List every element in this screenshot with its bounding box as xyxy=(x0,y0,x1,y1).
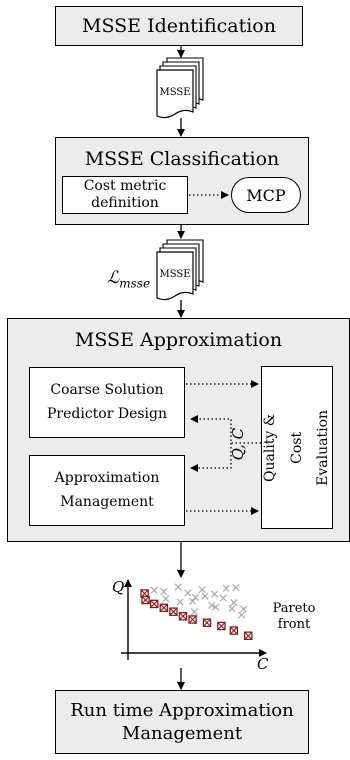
pareto-point xyxy=(141,595,150,605)
dominated-point xyxy=(219,594,227,602)
approximation-management-box: Approximation Management xyxy=(29,455,185,526)
msse-classification-title: MSSE Classification xyxy=(84,148,280,170)
dominated-point xyxy=(228,604,236,613)
msse-doc-label-1: MSSE xyxy=(159,87,190,98)
dominated-point xyxy=(208,601,216,609)
runtime-approximation-management-box: Run time Approximation Management xyxy=(55,690,309,754)
dominated-point xyxy=(211,590,219,598)
pareto-point xyxy=(217,621,226,631)
x-axis-label-c: C xyxy=(257,655,269,673)
pareto-point xyxy=(149,599,159,609)
pareto-point xyxy=(202,618,212,628)
dominated-point xyxy=(174,583,182,591)
dominated-point xyxy=(232,584,240,592)
msse-approximation-title: MSSE Approximation xyxy=(74,329,283,351)
l-msse-symbol: ℒ xyxy=(107,268,120,288)
dominated-point xyxy=(184,589,192,597)
pareto-point xyxy=(169,607,178,616)
pareto-point xyxy=(159,603,169,613)
y-axis-label-q: Q xyxy=(112,578,125,596)
dominated-point xyxy=(237,611,246,619)
pareto-point xyxy=(229,626,239,635)
dominated-point xyxy=(201,592,209,600)
dominated-point xyxy=(188,597,197,605)
dominated-point xyxy=(160,587,168,596)
runtime-line2: Management xyxy=(121,723,243,744)
mgmt-line1: Approximation xyxy=(54,469,160,486)
cost-metric-line2: definition xyxy=(91,195,159,211)
dominated-point xyxy=(212,603,220,611)
mcp-box: MCP xyxy=(231,177,301,213)
dominated-point xyxy=(230,598,238,607)
msse-document-stack-1 xyxy=(156,57,204,119)
pareto-point xyxy=(178,612,188,621)
msse-doc-label-2: MSSE xyxy=(159,269,190,280)
chart-marks xyxy=(140,583,253,641)
dotted-feedback-line-2 xyxy=(190,443,232,472)
quality-cost-evaluation-box: Quality & Cost Evaluation xyxy=(261,366,333,529)
coarse-line1: Coarse Solution xyxy=(50,381,164,398)
l-msse-subscript: msse xyxy=(119,276,151,291)
cost-metric-definition-box: Cost metric definition xyxy=(62,176,188,214)
mcp-label: MCP xyxy=(246,185,286,205)
pareto-point xyxy=(244,631,253,641)
dominated-point xyxy=(198,585,206,594)
coarse-line2: Predictor Design xyxy=(46,405,168,422)
dominated-point xyxy=(162,595,170,603)
pareto-legend-line2: front xyxy=(277,617,311,633)
l-msse-label: ℒmsse xyxy=(107,267,150,292)
msse-identification-title: MSSE Identification xyxy=(82,15,276,37)
dominated-point xyxy=(239,605,248,613)
mgmt-line2: Management xyxy=(60,493,154,510)
msse-document-stack-2 xyxy=(156,239,204,301)
dominated-point xyxy=(150,586,158,594)
dominated-point xyxy=(176,598,184,606)
pareto-point xyxy=(188,615,197,624)
cost-metric-line1: Cost metric xyxy=(83,178,167,195)
pareto-legend: Pareto front xyxy=(268,601,320,634)
coarse-solution-predictor-box: Coarse Solution Predictor Design xyxy=(29,367,185,438)
dominated-point xyxy=(190,608,199,616)
pareto-legend-line1: Pareto xyxy=(272,601,316,616)
dominated-point xyxy=(222,584,230,592)
dotted-feedback-line xyxy=(190,415,261,444)
msse-identification-box: MSSE Identification xyxy=(55,6,303,46)
runtime-line1: Run time Approximation xyxy=(70,699,294,721)
dominated-point xyxy=(191,593,200,602)
